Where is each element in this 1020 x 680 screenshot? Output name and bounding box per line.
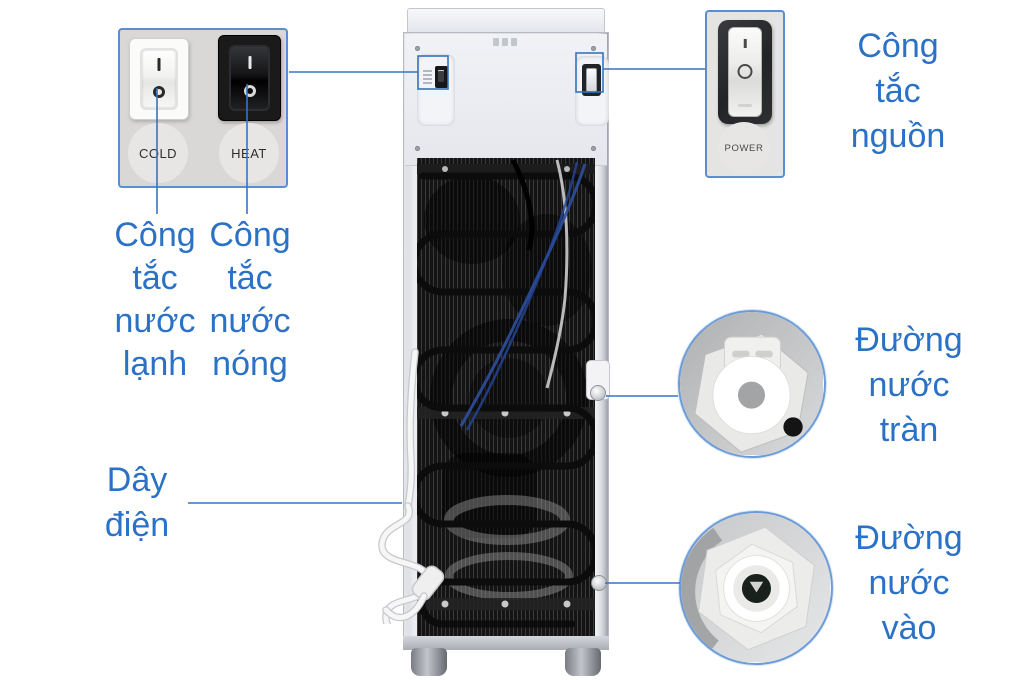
inlet-fitting-detail: [681, 513, 830, 662]
switch-on-mark-icon: [157, 58, 161, 72]
switch-on-mark-icon: [248, 55, 251, 69]
dispenser-foot: [565, 648, 601, 676]
switch-off-mark-icon: [153, 85, 165, 98]
cold-switch: [129, 38, 189, 120]
switch-off-mark-icon: [737, 64, 753, 79]
dispenser-foot: [411, 648, 447, 676]
cold-switch-rocker: [140, 48, 178, 110]
power-plug: [411, 565, 445, 601]
power-badge-text: POWER: [724, 142, 764, 154]
condenser-coil-art: [417, 158, 595, 628]
cold-badge: COLD: [128, 123, 188, 183]
condenser-grille: [417, 158, 595, 636]
label-power-cord: Dây điện: [104, 461, 170, 544]
label-hot-switch: Công tắc nước nóng: [209, 216, 291, 383]
overflow-detail-inset: [678, 310, 826, 458]
dispenser-top-cap: [407, 8, 605, 34]
vent-slot: [511, 38, 517, 46]
water-dispenser-back: [399, 8, 613, 676]
power-switch: [718, 20, 772, 124]
cold-heat-switch-inset: COLD HEAT: [118, 28, 288, 188]
power-switch-rocker: [728, 27, 762, 117]
dispenser-upper-panel: [405, 34, 609, 166]
label-cold-switch: Công tắc nước lạnh: [114, 216, 196, 383]
overflow-fitting-cap: [590, 385, 606, 401]
screw: [415, 46, 420, 51]
switch-off-mark-icon: [243, 85, 256, 98]
inlet-fitting: [591, 575, 607, 591]
inlet-detail-inset: [679, 511, 833, 665]
dispenser-bottom-strip: [403, 636, 609, 650]
switch-on-mark-icon: [743, 39, 747, 48]
cold-heat-switch-plate: [417, 54, 455, 126]
heat-badge: HEAT: [219, 123, 279, 183]
mini-power-switch: [582, 64, 601, 96]
mini-switch: [435, 66, 448, 88]
heat-switch-rocker: [229, 45, 270, 111]
power-cord: [378, 348, 445, 624]
screw: [415, 146, 420, 151]
switch-slot: [738, 104, 752, 107]
screw: [591, 46, 596, 51]
vent-slot: [493, 38, 499, 46]
overflow-fitting-detail: [680, 312, 823, 455]
switch-caption-text: [423, 70, 432, 86]
heat-badge-text: HEAT: [231, 145, 267, 161]
label-overflow-pipe: Đường nước tràn: [855, 321, 963, 449]
vent-slot: [502, 38, 508, 46]
screw: [591, 146, 596, 151]
overflow-fitting: [586, 360, 610, 401]
power-switch-inset: POWER: [705, 10, 785, 178]
power-badge: POWER: [718, 122, 770, 174]
cold-badge-text: COLD: [138, 145, 178, 161]
mini-power-rocker: [586, 68, 597, 92]
label-inlet-pipe: Đường nước vào: [855, 519, 963, 647]
condenser-coil: [417, 172, 595, 628]
power-switch-plate: [575, 56, 609, 126]
wires: [459, 158, 587, 431]
heat-switch: [218, 35, 281, 121]
label-power-switch: Công tắc nguồn: [850, 27, 946, 155]
